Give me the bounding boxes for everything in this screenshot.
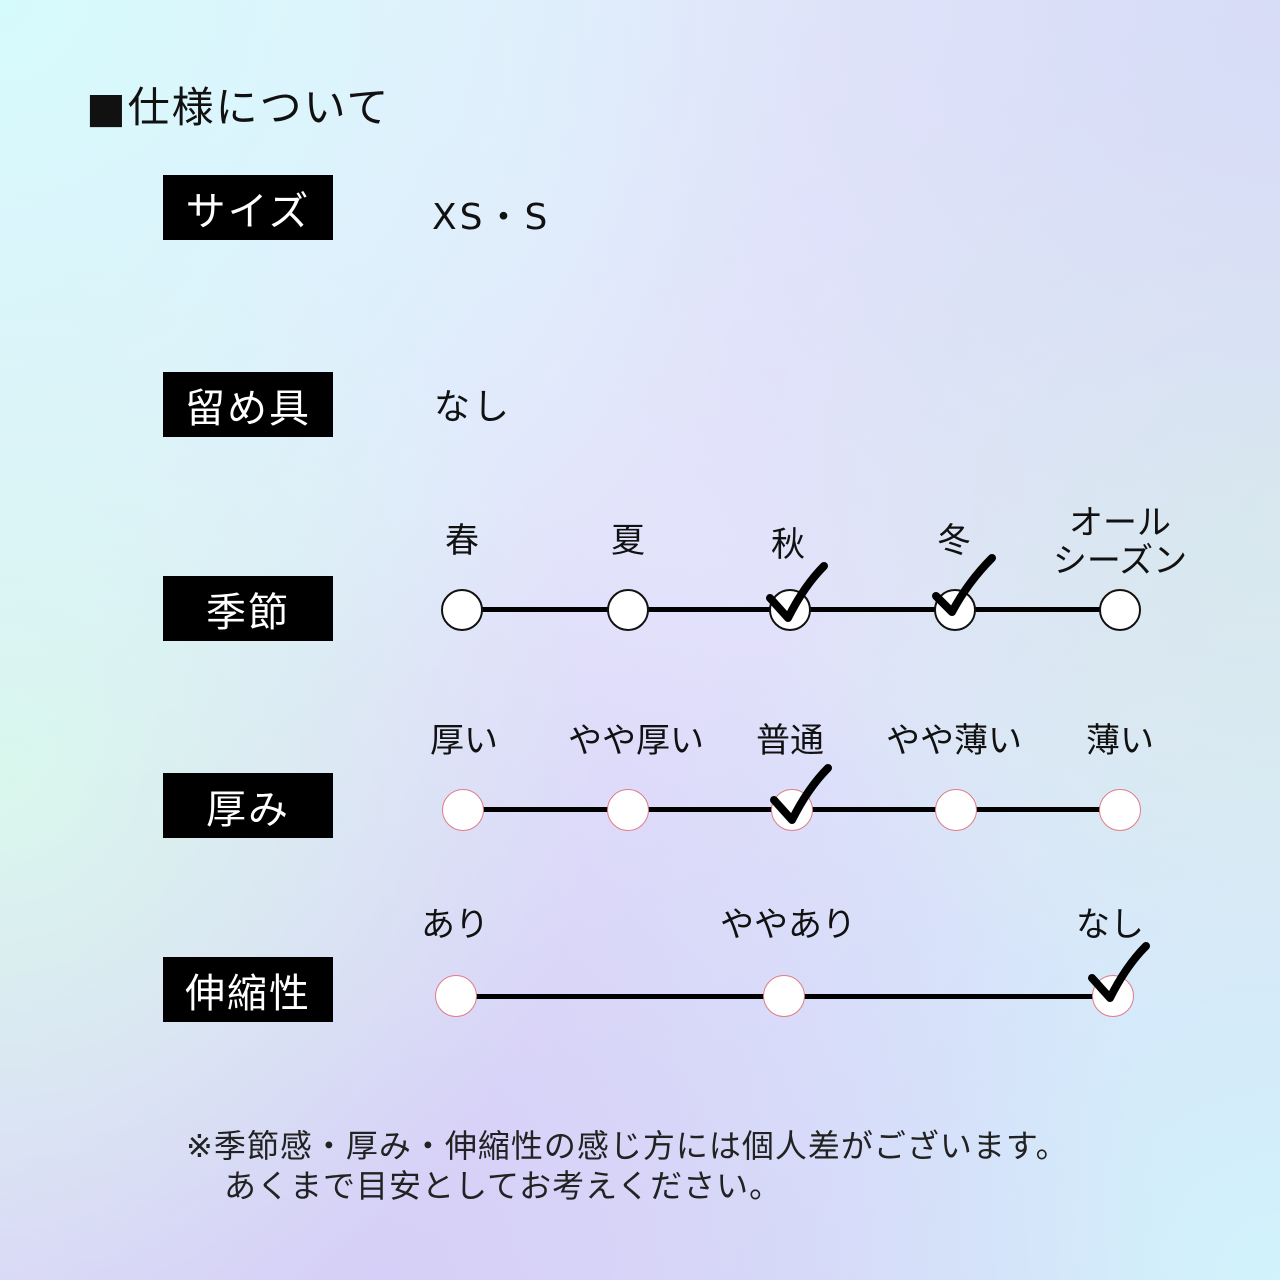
stretch-option-none: なし (1076, 905, 1144, 945)
thickness-option-slightly-thick: やや厚い (568, 721, 704, 761)
fastener-value: なし (434, 387, 513, 428)
thickness-radio-thick[interactable] (442, 789, 484, 831)
thickness-radio-slightly-thin[interactable] (935, 789, 977, 831)
checkmark-icon (1088, 942, 1150, 1002)
thickness-label: 厚み (163, 773, 333, 838)
thickness-option-thick: 厚い (430, 721, 498, 761)
season-radio-all-season[interactable] (1099, 589, 1141, 631)
thickness-option-thin: 薄い (1086, 721, 1154, 761)
season-radio-summer[interactable] (607, 589, 649, 631)
season-radio-spring[interactable] (441, 589, 483, 631)
stretch-radio-yes[interactable] (435, 975, 477, 1017)
season-option-all-season: オール シーズン (1052, 503, 1188, 581)
season-option-summer: 夏 (611, 521, 645, 561)
checkmark-icon (766, 562, 828, 622)
thickness-option-normal: 普通 (756, 721, 824, 761)
season-label: 季節 (163, 576, 333, 641)
season-option-spring: 春 (445, 521, 479, 561)
checkmark-icon (932, 554, 996, 616)
stretch-label: 伸縮性 (163, 957, 333, 1022)
disclaimer-note: ※季節感・厚み・伸縮性の感じ方には個人差がございます。 あくまで目安としてお考え… (186, 1126, 1069, 1206)
size-label: サイズ (163, 175, 333, 240)
checkmark-icon (770, 764, 832, 824)
season-option-winter: 冬 (937, 521, 971, 561)
page-title: ■仕様について (86, 83, 391, 132)
stretch-option-somewhat: ややあり (720, 905, 856, 945)
disclaimer-line-2: あくまで目安としてお考えください。 (224, 1167, 783, 1205)
stretch-option-yes: あり (421, 905, 489, 945)
disclaimer-line-1: ※季節感・厚み・伸縮性の感じ方には個人差がございます。 (186, 1127, 1069, 1165)
thickness-radio-slightly-thick[interactable] (607, 789, 649, 831)
stretch-radio-somewhat[interactable] (763, 975, 805, 1017)
fastener-label: 留め具 (163, 372, 333, 437)
thickness-option-slightly-thin: やや薄い (886, 721, 1022, 761)
size-value: XS・S (432, 197, 551, 238)
thickness-radio-thin[interactable] (1099, 789, 1141, 831)
season-option-autumn: 秋 (771, 525, 805, 565)
